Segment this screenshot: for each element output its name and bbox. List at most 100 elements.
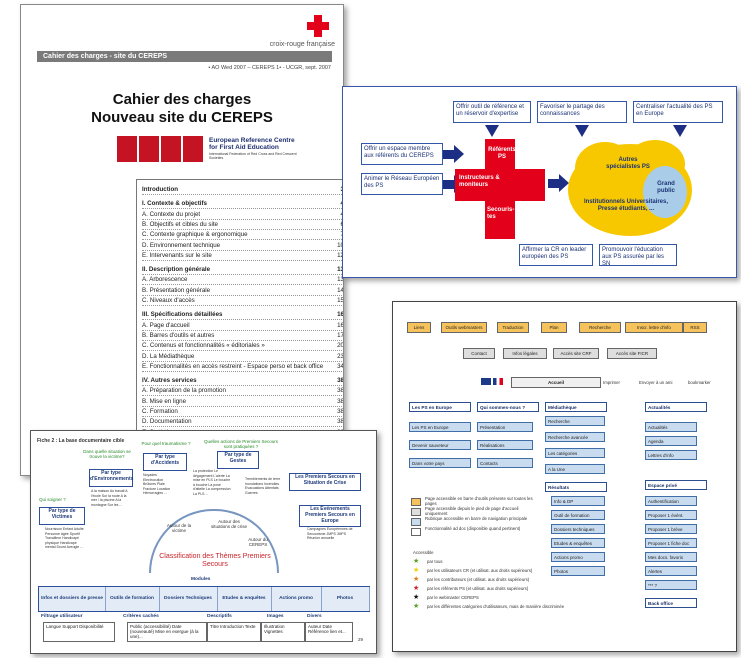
toc-entry-text: B. Barres d'outils et autres xyxy=(142,331,217,339)
toc-entry-page: 20 xyxy=(335,342,344,351)
legend-swatch xyxy=(411,508,421,516)
toc-entry-page: 10 xyxy=(335,241,344,250)
toc-entry-page: 3 xyxy=(338,186,343,194)
star-icon: ★ xyxy=(413,567,420,574)
toc-entry[interactable]: I. Contexte & objectifs4 xyxy=(142,200,343,210)
sitemap-item: Agenda xyxy=(645,436,697,446)
cloud-label: Grand public xyxy=(657,181,675,194)
filter-table-cell: Titre Introduction Texte xyxy=(207,622,261,642)
toc-entry-text: C. Contexte graphique & ergonomique xyxy=(142,231,250,239)
toc-entry[interactable]: A. Page d'accueil 16 xyxy=(142,321,344,331)
toc-entry-page: 13 xyxy=(335,276,344,285)
toolbar-item: Outils webmasters xyxy=(441,322,487,333)
arc-label: Autour de la victime xyxy=(166,523,192,533)
toc-entry-page: 16 xyxy=(335,321,344,330)
arc-label: Autour du CEREPS xyxy=(248,537,268,547)
objective-box: Promouvoir l'éducation aux PS assurée pa… xyxy=(599,244,677,267)
column-header: Actualités xyxy=(645,402,707,412)
sitemap-item: Photos xyxy=(551,566,605,576)
toc-entry-page: 7 xyxy=(338,231,343,240)
module-cell: Photos xyxy=(321,587,370,611)
access-text: par les contributeurs (et utilisat. aux … xyxy=(427,577,530,582)
modules-title: Modules xyxy=(191,577,211,582)
sitemap-item: A la Une xyxy=(545,464,605,474)
toc-entry-text: II. Description générale xyxy=(142,266,213,274)
audience-cloud xyxy=(568,140,692,236)
fiche-list: Nourrisson Enfant Adulte Personne âgée S… xyxy=(45,527,84,549)
toc-entry[interactable]: B. Barres d'outils et autres 17 xyxy=(142,331,344,341)
filter-table-cell: Langue Support Disponibilité xyxy=(43,622,115,642)
toolbar-item: Plan xyxy=(541,322,567,333)
toolbar-item: Liens xyxy=(407,322,431,333)
toc-entry[interactable]: E. Fonctionnalités en accès restreint - … xyxy=(142,362,343,372)
fiche-category-box: Par type de Gestes xyxy=(217,451,259,469)
fiche-list: Campagnes Européennes de Secourisme JMPS… xyxy=(307,527,353,540)
toc-entry-page: 17 xyxy=(335,331,344,340)
red-cross-logo-icon xyxy=(307,15,329,37)
fiche-category-box: Par type d'Accidents xyxy=(143,453,187,471)
header-bar: Cahier des charges - site du CEREPS xyxy=(37,51,332,62)
arrow-down-icon xyxy=(485,125,499,137)
filter-label: Filtrage utilisateur xyxy=(41,614,83,619)
toc-entry[interactable]: B. Objectifs et cibles du site6 xyxy=(142,220,343,230)
objective-box: Offrir outil de référence et un réservoi… xyxy=(453,101,531,123)
toc-entry-text: C. Contenus et fonctionnalités « éditori… xyxy=(142,342,267,350)
people-icon xyxy=(161,136,181,162)
sitemap-item: Dossiers techniques xyxy=(551,524,605,534)
envoyer-label: Envoyer à un ami xyxy=(639,380,673,385)
toc-entry-page: 38 xyxy=(335,377,344,386)
cloud-label: Institutionnels Universitaires, Presse é… xyxy=(583,199,669,212)
column-header: Qui sommes-nous ? xyxy=(477,402,539,412)
access-text: par les utilisateurs CR (et utilisat. au… xyxy=(427,568,533,573)
toc-entry[interactable]: C. Contexte graphique & ergonomique 7 xyxy=(142,231,343,241)
toc-entry[interactable]: C. Contenus et fonctionnalités « éditori… xyxy=(142,342,344,352)
uk-flag-icon xyxy=(481,378,491,385)
sitemap-item: Présentation xyxy=(477,422,533,432)
toc-entry[interactable]: IV. Autres services 38 xyxy=(142,377,344,387)
footer-item: Infos légales xyxy=(503,348,547,359)
sitemap-item: Info & DP xyxy=(551,496,605,506)
sitemap-item: Devenir sauveteur xyxy=(409,440,471,450)
fiche-category-box: Par type de Victimes xyxy=(39,507,85,525)
toc-entry-text: A. Page d'accueil xyxy=(142,321,192,329)
sitemap-item: Les PS en Europe xyxy=(409,422,471,432)
fiche-question: Qui soigner ? xyxy=(39,497,66,502)
classification-title: Classification des Thèmes Premiers Secou… xyxy=(159,553,271,568)
cross-label: Secouris-tes xyxy=(487,207,515,220)
footer-item: Contact xyxy=(463,348,495,359)
doc-title-line2: Nouveau site du CEREPS xyxy=(91,109,273,126)
people-icon xyxy=(117,136,137,162)
toc-entry-text: A. Contexte du projet xyxy=(142,210,203,218)
toc-entry-text: C. Formation xyxy=(142,408,180,415)
toc-entry[interactable]: Introduction3 xyxy=(142,186,343,195)
legend-text: Rubrique accessible en barre de navigati… xyxy=(425,516,528,521)
private-space-header: Espace privé xyxy=(645,480,707,490)
toc-entry-text: IV. Autres services xyxy=(142,377,199,385)
footer-item: Accès site CRF xyxy=(553,348,599,359)
sitemap-item: Dans votre pays xyxy=(409,458,471,468)
fiche-category-box: Les Evénements Premiers Secours en Europ… xyxy=(299,505,361,527)
module-cell: Dossiers Techniques xyxy=(159,587,218,611)
fiche-title: Fiche 2 : La base documentaire cible xyxy=(37,438,125,444)
sitemap-item: Lettres d'info xyxy=(645,450,697,460)
objective-box: Centraliser l'actualité des PS en Europe xyxy=(633,101,723,123)
star-icon: ★ xyxy=(413,603,420,610)
toc-entry[interactable]: A. Contexte du projet4 xyxy=(142,210,343,220)
access-text: par le webmaster CEREPS xyxy=(427,595,479,600)
cover-page: croix-rouge française Cahier des charges… xyxy=(20,4,344,476)
fiche-list: Noyades Electrocution Brûlures Plaie Fra… xyxy=(143,473,171,495)
legend-swatch xyxy=(411,518,421,526)
